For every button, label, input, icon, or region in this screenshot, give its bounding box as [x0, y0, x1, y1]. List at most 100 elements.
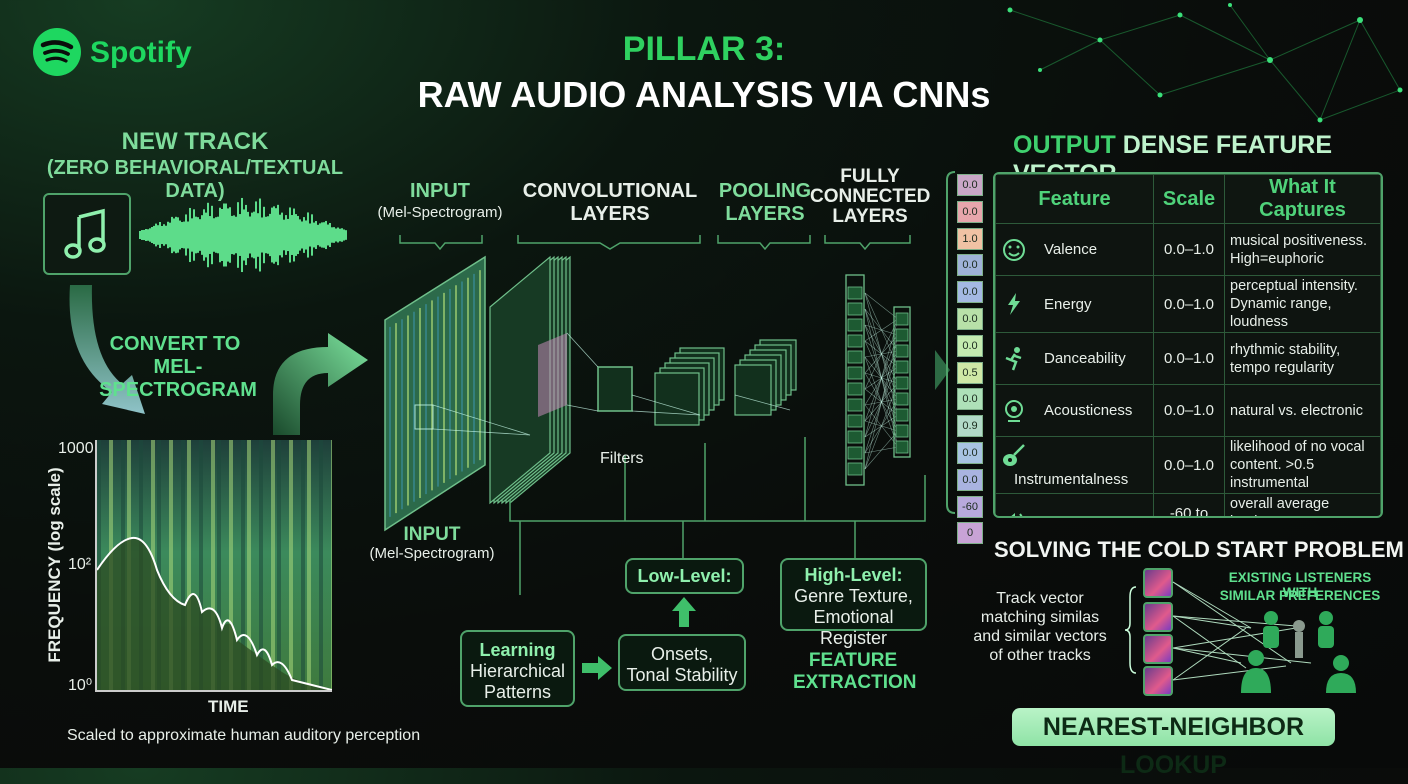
cold-start-desc-3: and similar vectors [973, 628, 1107, 645]
input-top-sublabel: (Mel-Spectrogram) [377, 204, 503, 221]
capture-line-1: musical positiveness. [1230, 232, 1367, 249]
low-level-label: Low-Level: [637, 566, 732, 586]
fc-neuron [847, 334, 863, 348]
spotify-icon [33, 28, 81, 76]
volume-icon [1011, 513, 1023, 516]
scale-value: 0.0–1.0 [1163, 350, 1215, 367]
fc-neuron [847, 430, 863, 444]
capture-line-2: tempo regularity [1230, 359, 1334, 376]
curved-arrow-down-icon [69, 285, 145, 414]
vector-cell: 0.9 [957, 415, 983, 438]
spotify-logo: Spotify [32, 27, 232, 79]
feature-extraction-2: EXTRACTION [793, 672, 917, 693]
vector-cell: 0.0 [957, 468, 983, 491]
capture-line-1: likelihood of no vocal [1230, 439, 1365, 455]
fc-neuron [847, 350, 863, 364]
fc-neuron [847, 398, 863, 412]
spectrogram-band [157, 440, 161, 690]
capture-line-1: overall average loudness. [1230, 496, 1330, 516]
vector-cell: 0.0 [957, 307, 983, 330]
learning-label-3: Patterns [483, 682, 552, 702]
input-bottom-sublabel: (Mel-Spectrogram) [369, 545, 495, 562]
fc-neuron [895, 360, 909, 374]
vector-cell: 0.0 [957, 174, 983, 196]
column-header-captures: What It Captures [1224, 174, 1381, 224]
convert-label-2: MEL-SPECTROGRAM [99, 356, 257, 401]
spectrogram-band [211, 440, 215, 690]
nearest-neighbor-button[interactable]: NEAREST-NEIGHBOR LOOKUP [1012, 708, 1335, 779]
high-level-box: High-Level: Genre Texture, Emotional Reg… [780, 558, 927, 648]
track-icon-2 [1143, 602, 1173, 632]
fc-connection [864, 318, 899, 342]
fc-neuron [895, 408, 909, 422]
matching-lines [1172, 581, 1356, 693]
conv-layers-label-2: LAYERS [570, 203, 650, 225]
spectrogram-band [181, 440, 185, 690]
guitar-icon [1003, 444, 1025, 467]
track-icon-3 [1143, 634, 1173, 664]
pooling-map [654, 372, 700, 426]
fc-neuron [895, 312, 909, 326]
column-header-feature: Feature [995, 174, 1154, 224]
fc-layer-2 [893, 306, 911, 458]
high-level-label-2: Genre Texture, [794, 586, 913, 606]
brace [1124, 586, 1137, 674]
learning-label-1: Learning [479, 640, 556, 660]
vector-cell: -60 [957, 495, 983, 518]
pooling-label-2: LAYERS [725, 203, 805, 225]
fc-connection [864, 334, 899, 470]
fc-connection [864, 292, 899, 320]
pooling-label-1: POOLING [718, 180, 812, 202]
spectrogram-plot [95, 440, 332, 692]
high-level-label-1: High-Level: [804, 565, 903, 585]
vector-cell: 1.0 [957, 227, 983, 250]
vector-cell: 0.0 [957, 441, 983, 464]
runner-icon [1005, 346, 1022, 370]
capture-line-2: content. >0.5 instrumental [1230, 457, 1315, 491]
vector-cell: 0.0 [957, 200, 983, 223]
vector-bracket [946, 171, 956, 514]
page-title-line1: PILLAR 3: [622, 30, 786, 68]
fc-neuron [847, 462, 863, 476]
feature-name: Instrumentalness [1014, 470, 1129, 488]
curved-arrow-right-icon [273, 333, 368, 435]
spectrogram-band [187, 440, 191, 690]
pooling-map [734, 364, 772, 416]
fc-neuron [895, 440, 909, 454]
network-decoration [1007, 3, 1403, 123]
learning-label-2: Hierarchical [469, 661, 566, 681]
scale-value: -60 to [1169, 505, 1209, 518]
y-tick-top: 1000 [58, 440, 94, 457]
cnn-diagram [384, 235, 950, 595]
filters-label: Filters [600, 450, 644, 467]
music-note-icon [43, 193, 131, 275]
cold-start-desc-4: of other tracks [989, 647, 1091, 664]
page-title-line2: RAW AUDIO ANALYSIS VIA CNNs [417, 74, 991, 115]
cold-start-desc-1: Track vector [996, 590, 1084, 607]
spectrogram-band [319, 440, 323, 690]
feature-name: Danceability [1044, 350, 1126, 367]
fc-neuron [895, 376, 909, 390]
spectrogram-band [229, 440, 233, 690]
feature-name: Energy [1044, 295, 1092, 313]
fc-neuron [847, 446, 863, 460]
capture-line-1: rhythmic stability, [1230, 341, 1341, 358]
vector-cell: 0.0 [957, 388, 983, 411]
vector-cell: 0.0 [957, 254, 983, 277]
input-bottom-label: INPUT [403, 524, 461, 545]
spectrogram-band [277, 440, 281, 690]
spectrogram-band [217, 440, 221, 690]
fc-neuron [847, 302, 863, 316]
onsets-box: Onsets, Tonal Stability [618, 634, 746, 691]
cold-start-desc: Track vector matching similas and simila… [955, 589, 1125, 665]
fc-connection [864, 318, 899, 438]
onsets-label-2: Tonal Stability [626, 665, 738, 685]
conv-layers-label-1: CONVOLUTIONAL [522, 180, 698, 202]
scale-value: 0.0–1.0 [1163, 402, 1215, 419]
fc-neuron [847, 366, 863, 380]
fc-layer-1 [845, 274, 865, 486]
vector-cell: 0.5 [957, 361, 983, 384]
